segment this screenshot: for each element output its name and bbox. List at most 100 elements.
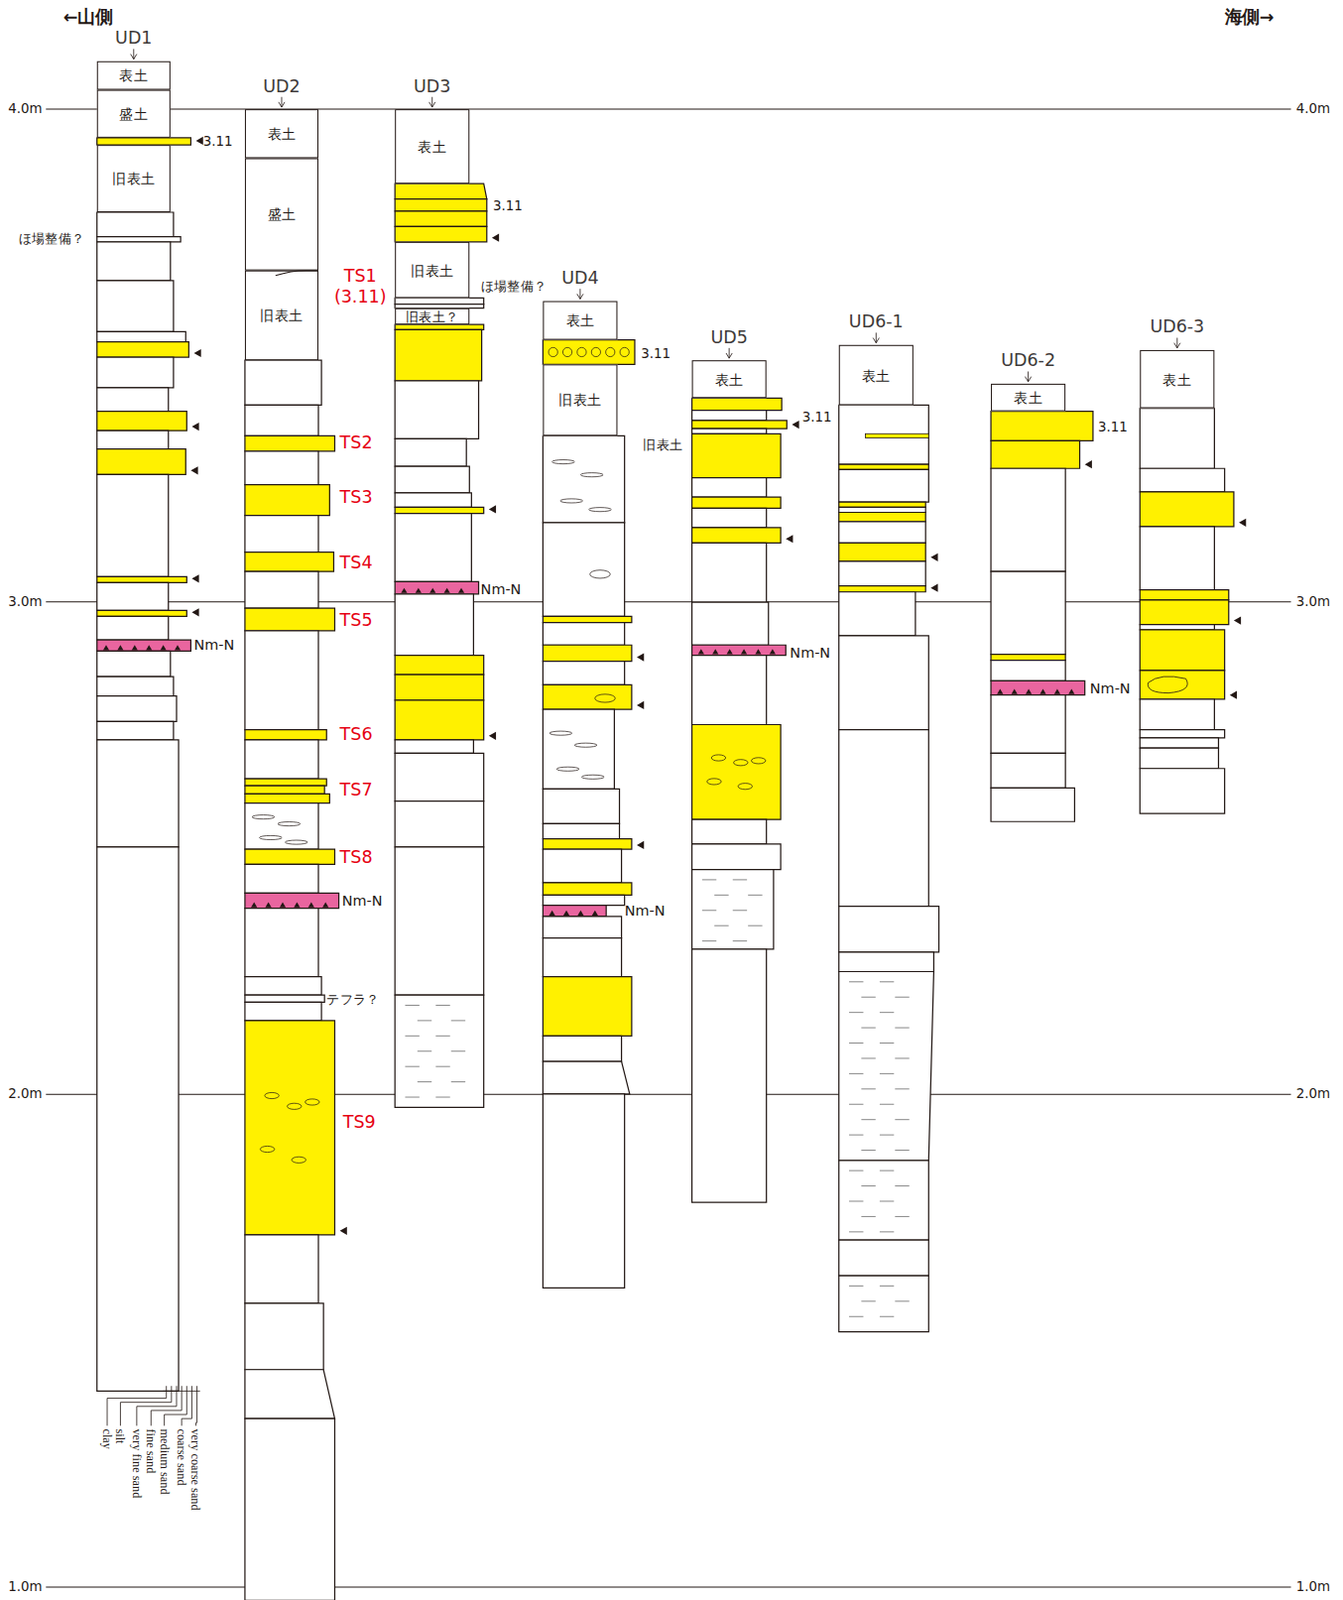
mud-symbol: [879, 1230, 894, 1232]
mud-layer: [97, 430, 169, 450]
mud-layer: [394, 380, 479, 440]
sample-marker: [191, 422, 199, 431]
pebble-symbol: [590, 570, 611, 579]
mud-layer: [394, 438, 467, 467]
mud-layer: [97, 331, 187, 342]
grain-size-label: very fine sand: [130, 1428, 143, 1498]
core-column: UD6-2表土: [990, 383, 1066, 822]
mud-layer: [839, 1160, 930, 1240]
mud-symbol: [435, 1097, 450, 1099]
soil-box: 旧表土: [97, 144, 171, 213]
tephra-symbol: [769, 648, 776, 654]
soil-ground: [97, 144, 171, 213]
sand-layer: [394, 329, 482, 380]
lens-symbol: [574, 742, 598, 747]
clast-symbol: [1147, 676, 1188, 694]
mud-symbol: [860, 1185, 875, 1187]
core-column: UD5表土: [692, 360, 767, 1203]
tephra-symbol: [279, 902, 286, 908]
surface-arrow: [429, 97, 436, 108]
mud-symbol: [747, 925, 762, 927]
mud-layer: [692, 507, 767, 528]
tephra-symbol: [563, 910, 570, 916]
annotation: ほ場整備？: [481, 278, 548, 294]
column-log: [542, 288, 644, 1288]
pebble-symbol: [287, 1102, 302, 1109]
scale-leader: [120, 1385, 171, 1426]
depth-line: [45, 1094, 1291, 1096]
annotation: 3.11: [640, 346, 671, 362]
sand-layer: [394, 324, 485, 330]
mud-layer: [244, 863, 319, 893]
soil-box: 表土: [990, 383, 1066, 412]
soil-label: 旧表土: [410, 262, 454, 277]
sand-layer: [97, 576, 188, 583]
sample-marker: [488, 732, 496, 740]
mud-symbol: [404, 1097, 419, 1099]
soil-label: 表土: [417, 138, 447, 153]
soil-ground: [839, 345, 914, 406]
event-label: TS5: [340, 610, 373, 631]
sand-layer: [990, 440, 1081, 469]
tephra-layer: [394, 581, 479, 594]
annotation: 3.11: [802, 410, 833, 426]
mud-layer: [97, 357, 174, 388]
annotation: Nm-N: [1090, 679, 1131, 697]
soil-ground: [394, 308, 470, 325]
tephra-layer: [692, 644, 787, 655]
sand-layer: [244, 608, 336, 631]
mud-layer: [1139, 730, 1224, 738]
event-label: TS9: [343, 1112, 376, 1133]
tephra-symbol: [145, 644, 152, 650]
tephra-symbol: [1068, 688, 1075, 694]
lens-symbol: [549, 731, 573, 735]
sample-marker: [491, 234, 499, 243]
sand-layer: [542, 839, 632, 850]
event-label: TS8: [340, 847, 373, 867]
tephra-symbol: [415, 588, 422, 594]
mud-symbol: [894, 1300, 909, 1302]
annotation: ほ場整備？: [18, 232, 86, 247]
soil-ground: [394, 242, 470, 299]
sand-layer: [1139, 491, 1234, 527]
mud-symbol: [849, 1103, 863, 1105]
mud-layer: [97, 676, 174, 697]
mud-symbol: [879, 1011, 894, 1013]
mud-symbol: [894, 1088, 909, 1090]
tephra-symbol: [712, 648, 719, 654]
sample-marker: [791, 420, 799, 429]
mud-layer: [1139, 768, 1224, 814]
tephra-symbol: [727, 648, 733, 654]
sand-layer: [244, 793, 330, 803]
mud-symbol: [404, 1035, 419, 1037]
sand-layer: [97, 449, 187, 476]
mud-symbol: [451, 1019, 466, 1021]
mud-layer: [394, 994, 485, 1107]
sample-marker: [930, 553, 938, 562]
mud-layer: [394, 513, 472, 583]
tephra-symbol: [265, 902, 272, 908]
tephra-symbol: [549, 910, 556, 916]
pebble-symbol: [737, 783, 752, 790]
tephra-symbol: [592, 910, 599, 916]
sand-layer: [97, 411, 188, 432]
soil-box: 表土: [692, 360, 767, 398]
lens-symbol: [556, 766, 580, 771]
column-name: UD6-3: [1149, 317, 1205, 337]
mud-layer: [97, 280, 174, 332]
annotation: 3.0m: [7, 594, 42, 610]
mud-layer: [244, 1001, 322, 1021]
tephra-symbol: [250, 902, 257, 908]
soil-box: 表土: [244, 109, 319, 158]
soil-ground: [244, 157, 319, 270]
mud-layer: [1139, 747, 1219, 769]
annotation: Nm-N: [342, 891, 383, 909]
sand-layer: [97, 610, 188, 616]
mud-layer: [1139, 468, 1224, 492]
tephra-layer: [542, 905, 607, 917]
mud-symbol: [860, 996, 875, 998]
mud-symbol: [879, 980, 894, 982]
mud-symbol: [417, 1019, 432, 1021]
tephra-symbol: [117, 644, 123, 650]
